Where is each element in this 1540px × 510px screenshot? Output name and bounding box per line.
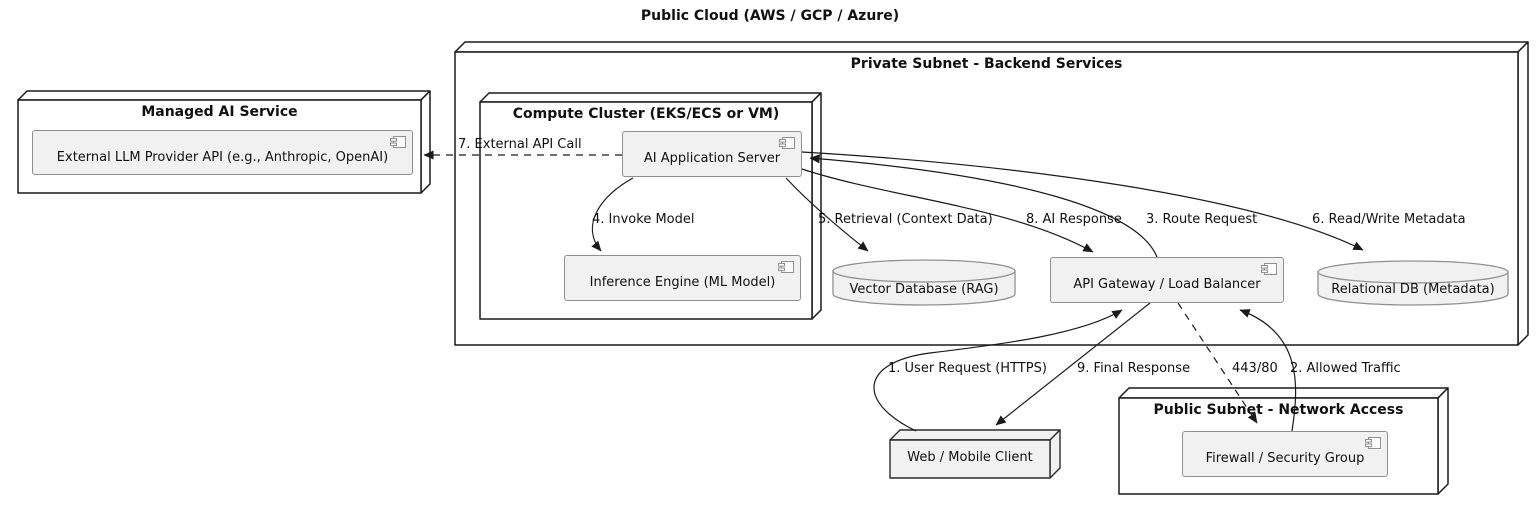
component-icon	[778, 261, 794, 273]
component-label: External LLM Provider API (e.g., Anthrop…	[56, 149, 389, 165]
web-mobile-client-node	[889, 429, 1061, 479]
public-subnet-title: Public Subnet - Network Access	[1153, 402, 1404, 418]
edge-route-request	[809, 154, 1158, 258]
edge-final-response	[995, 302, 1151, 426]
ai-application-server-component: AI Application Server	[622, 131, 802, 177]
edge-invoke-model	[591, 177, 634, 252]
component-label: API Gateway / Load Balancer	[1073, 277, 1261, 292]
compute-cluster-title: Compute Cluster (EKS/ECS or VM)	[512, 106, 780, 122]
api-gateway-component: API Gateway / Load Balancer	[1050, 257, 1284, 303]
edge-port-443-80	[1177, 302, 1258, 424]
edge-allowed-traffic	[1239, 309, 1297, 432]
edge-label-external-api-call: 7. External API Call	[458, 137, 582, 152]
edge-label-ai-response: 8. AI Response	[1026, 212, 1122, 227]
component-icon	[779, 137, 795, 149]
firewall-component: Firewall / Security Group	[1182, 431, 1388, 477]
diagram-title: Public Cloud (AWS / GCP / Azure)	[640, 8, 900, 24]
edge-label-retrieval: 5. Retrieval (Context Data)	[818, 212, 993, 227]
edge-label-invoke-model: 4. Invoke Model	[592, 212, 695, 227]
private-subnet-title: Private Subnet - Backend Services	[850, 56, 1123, 72]
component-icon	[1261, 263, 1277, 275]
edge-user-request	[873, 309, 1123, 432]
managed-ai-service-title: Managed AI Service	[141, 104, 298, 120]
edge-label-port: 443/80	[1232, 361, 1278, 376]
edge-retrieval	[785, 177, 869, 252]
component-icon	[390, 136, 406, 148]
vector-database-label: Vector Database (RAG)	[849, 282, 999, 297]
external-llm-provider-component: External LLM Provider API (e.g., Anthrop…	[32, 130, 413, 175]
component-icon	[1365, 437, 1381, 449]
web-mobile-client-label: Web / Mobile Client	[907, 450, 1033, 465]
relational-db-cylinder	[1317, 260, 1509, 306]
edge-read-write-metadata	[801, 151, 1364, 251]
edge-label-read-write-metadata: 6. Read/Write Metadata	[1312, 212, 1466, 227]
edge-ai-response	[801, 168, 1094, 253]
component-label: AI Application Server	[643, 151, 781, 166]
edge-label-allowed-traffic: 2. Allowed Traffic	[1290, 361, 1401, 376]
edge-label-final-response: 9. Final Response	[1077, 361, 1191, 376]
edge-label-route-request: 3. Route Request	[1146, 212, 1258, 227]
component-label: Inference Engine (ML Model)	[589, 275, 776, 290]
relational-db-label: Relational DB (Metadata)	[1331, 282, 1495, 297]
inference-engine-component: Inference Engine (ML Model)	[564, 255, 801, 301]
edge-label-user-request: 1. User Request (HTTPS)	[888, 361, 1047, 376]
component-label: Firewall / Security Group	[1205, 451, 1365, 466]
vector-database-cylinder	[832, 259, 1016, 306]
